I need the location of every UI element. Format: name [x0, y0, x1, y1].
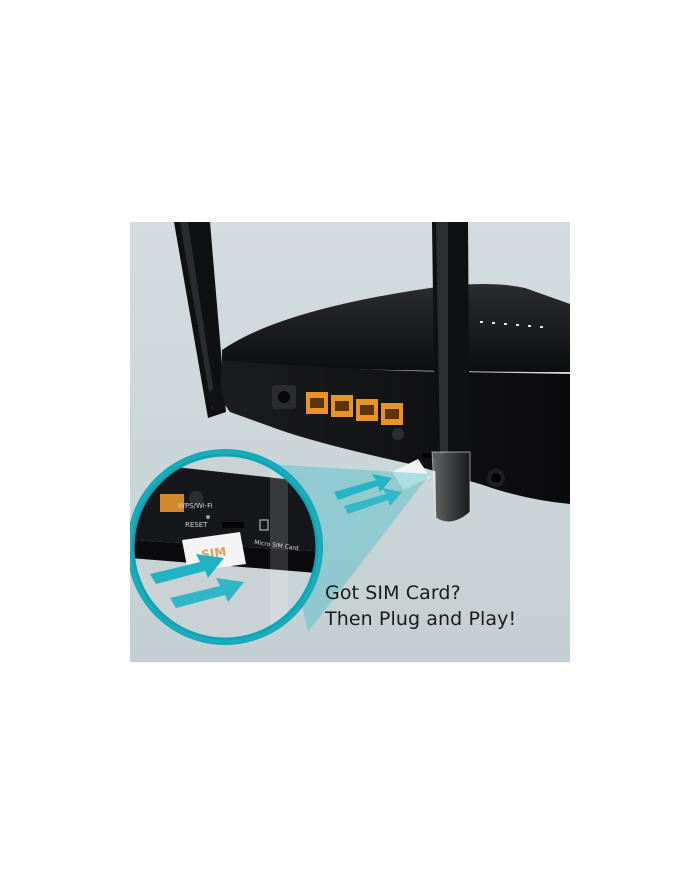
tagline-line-2: Then Plug and Play!	[325, 608, 517, 630]
router-illustration: WPS/Wi-Fi RESET Micro SIM Card SIM	[130, 222, 570, 645]
sim-card-small	[392, 459, 430, 490]
product-photo: WPS/Wi-Fi RESET Micro SIM Card SIM Got	[130, 222, 570, 662]
lan-ports	[306, 392, 403, 425]
arrows-small	[334, 474, 402, 514]
tagline-line-1: Got SIM Card?	[325, 582, 461, 604]
right-antenna	[431, 222, 471, 523]
zoom-callout: WPS/Wi-Fi RESET Micro SIM Card SIM	[130, 449, 323, 645]
zoom-wps-label: WPS/Wi-Fi	[178, 502, 213, 510]
zoom-reset-label: RESET	[185, 521, 208, 529]
tagline: Got SIM Card? Then Plug and Play!	[325, 580, 565, 632]
router-body	[221, 284, 570, 504]
